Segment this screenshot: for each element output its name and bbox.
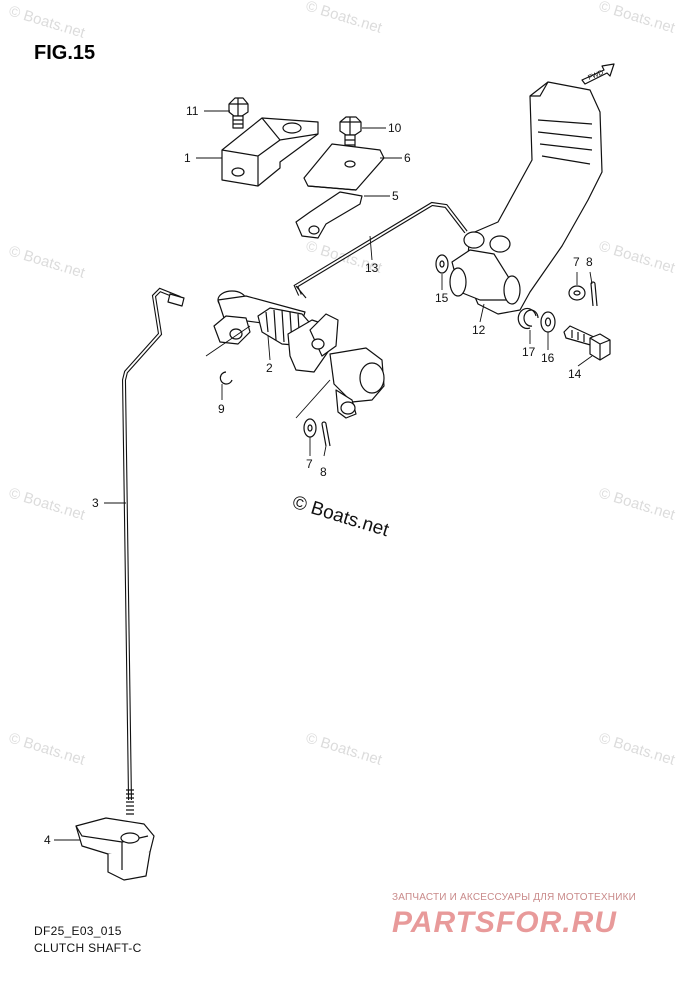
fwd-label: FWD — [587, 69, 604, 81]
callout-15: 15 — [435, 291, 449, 305]
callout-6: 6 — [404, 151, 411, 165]
watermark: © Boats.net — [597, 730, 678, 769]
model-code: DF25_E03_015 — [34, 924, 122, 938]
callout-12: 12 — [472, 323, 486, 337]
callout-17: 17 — [522, 345, 536, 359]
callout-8-lower: 8 — [320, 465, 327, 479]
part-2-lever-assembly — [213, 290, 385, 419]
part-7-washer-lower — [303, 418, 317, 438]
watermark: © Boats.net — [7, 485, 88, 524]
watermark: © Boats.net — [7, 243, 88, 282]
part-15-washer — [435, 254, 449, 274]
part-14-bolt — [563, 325, 611, 361]
callout-5: 5 — [392, 189, 399, 203]
callout-8-upper: 8 — [586, 255, 593, 269]
part-16-washer — [540, 311, 556, 333]
watermark: © Boats.net — [7, 3, 88, 42]
watermark: © Boats.net — [304, 0, 385, 37]
callout-1: 1 — [184, 151, 191, 165]
callout-14: 14 — [568, 367, 582, 381]
callout-2: 2 — [266, 361, 273, 375]
callout-13: 13 — [365, 261, 379, 275]
ad-subtitle: ЗАПЧАСТИ И АКСЕССУАРЫ ДЛЯ МОТОТЕХНИКИ — [392, 892, 637, 903]
part-6-plate — [303, 143, 385, 191]
part-3-clutch-shaft — [121, 287, 185, 815]
callout-7-lower: 7 — [306, 457, 313, 471]
part-17-spring-clip — [517, 307, 539, 330]
callout-16: 16 — [541, 351, 555, 365]
leader-lines — [54, 110, 593, 841]
watermark: © Boats.net — [597, 238, 678, 277]
figure-title: FIG.15 — [34, 42, 96, 64]
part-13-rod — [293, 201, 468, 299]
part-7-washer-upper — [568, 285, 586, 301]
part-1-bracket — [221, 117, 319, 187]
part-9-clip — [219, 371, 233, 385]
watermark: © Boats.net — [597, 485, 678, 524]
ad-logo[interactable]: PARTSFOR.RU — [392, 906, 617, 939]
callout-3: 3 — [92, 496, 99, 510]
part-8-cotter-pin-upper — [590, 281, 598, 307]
fwd-arrow-icon: FWD — [581, 63, 615, 85]
callout-7-upper: 7 — [573, 255, 580, 269]
callout-11: 11 — [186, 104, 199, 118]
part-11-bolt — [228, 97, 249, 129]
diagram-caption: CLUTCH SHAFT-C — [34, 941, 142, 955]
watermark: © Boats.net — [304, 730, 385, 769]
part-5-plate — [295, 191, 363, 239]
callout-labels: 11 1 10 6 5 13 2 9 3 4 7 8 15 12 17 16 1… — [44, 104, 593, 847]
watermark: © Boats.net — [7, 730, 88, 769]
watermark: © Boats.net — [597, 0, 678, 37]
callout-10: 10 — [388, 121, 402, 135]
part-12-shift-handle — [449, 81, 603, 315]
part-4-cam — [75, 817, 155, 881]
part-8-cotter-pin-lower — [321, 421, 331, 447]
callout-9: 9 — [218, 402, 225, 416]
callout-4: 4 — [44, 833, 51, 847]
